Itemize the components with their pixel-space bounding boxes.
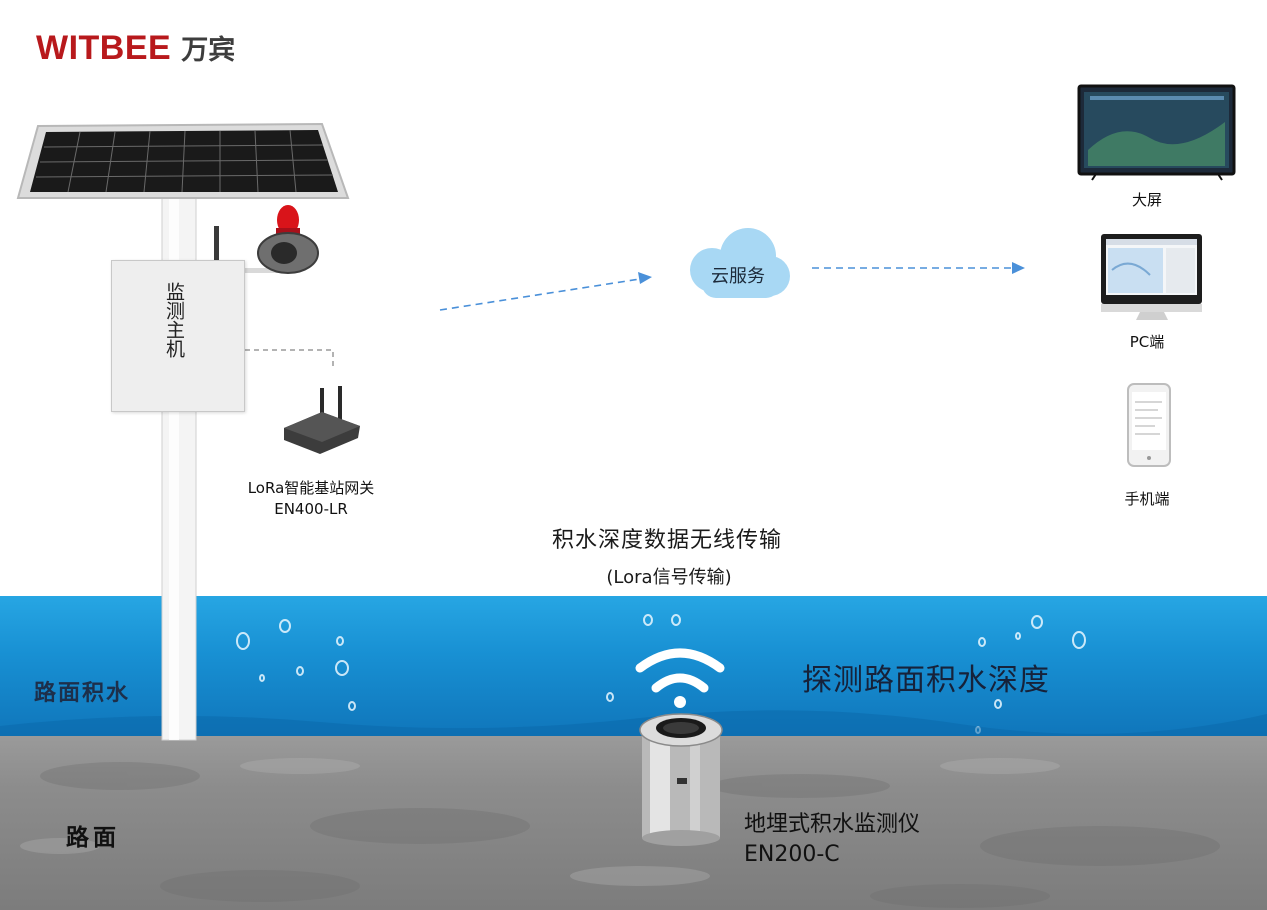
big-screen-label: 大屏 [1131, 191, 1162, 209]
arrow-head-terminals [1012, 262, 1025, 274]
logo-chinese-text: 万宾 [181, 35, 236, 66]
water-zone-label: 路面积水 [34, 681, 131, 706]
sensor-model: EN200-C [744, 842, 840, 867]
antenna-icon [214, 226, 219, 262]
monitor-host-label: 监测主机 [163, 282, 185, 358]
water-bubbles [0, 614, 1267, 742]
big-screen-icon [1077, 84, 1236, 181]
pole-highlight [169, 192, 179, 740]
brand-logo: WITBEE 万宾 [36, 28, 235, 68]
water-sensor-device-icon [639, 713, 723, 846]
road-zone-label: 路面 [66, 825, 120, 851]
monitor-host-box [111, 260, 245, 412]
detect-depth-label: 探测路面积水深度 [802, 663, 1050, 698]
concrete-texture [20, 758, 1220, 908]
phone-label: 手机端 [1124, 490, 1170, 508]
alarm-light-icon [243, 205, 319, 274]
arrow-head-cloud [638, 272, 652, 284]
phone-icon [1127, 383, 1171, 467]
arrow-to-cloud [439, 278, 641, 311]
gateway-model: EN400-LR [274, 500, 348, 518]
pc-label: PC端 [1129, 333, 1165, 351]
sensor-caption: 地埋式积水监测仪 EN200-C [744, 810, 920, 870]
transfer-title: 积水深度数据无线传输 [551, 528, 782, 553]
gateway-router-icon [284, 386, 360, 454]
water-layer [0, 596, 1267, 742]
solar-panel-icon [16, 122, 350, 199]
wifi-signal-icon [635, 648, 725, 708]
monitor-icon [1101, 234, 1202, 320]
road-surface [0, 736, 1267, 910]
cloud-icon [690, 228, 790, 298]
logo-brand-text: WITBEE [36, 29, 172, 67]
wired-connector [245, 349, 334, 368]
gateway-name: LoRa智能基站网关 [247, 479, 375, 497]
sensor-name: 地埋式积水监测仪 [744, 812, 921, 837]
transfer-subtitle: (Lora信号传输) [606, 567, 732, 588]
cloud-service-label: 云服务 [711, 266, 765, 287]
gateway-caption: LoRa智能基站网关 EN400-LR [226, 478, 396, 520]
